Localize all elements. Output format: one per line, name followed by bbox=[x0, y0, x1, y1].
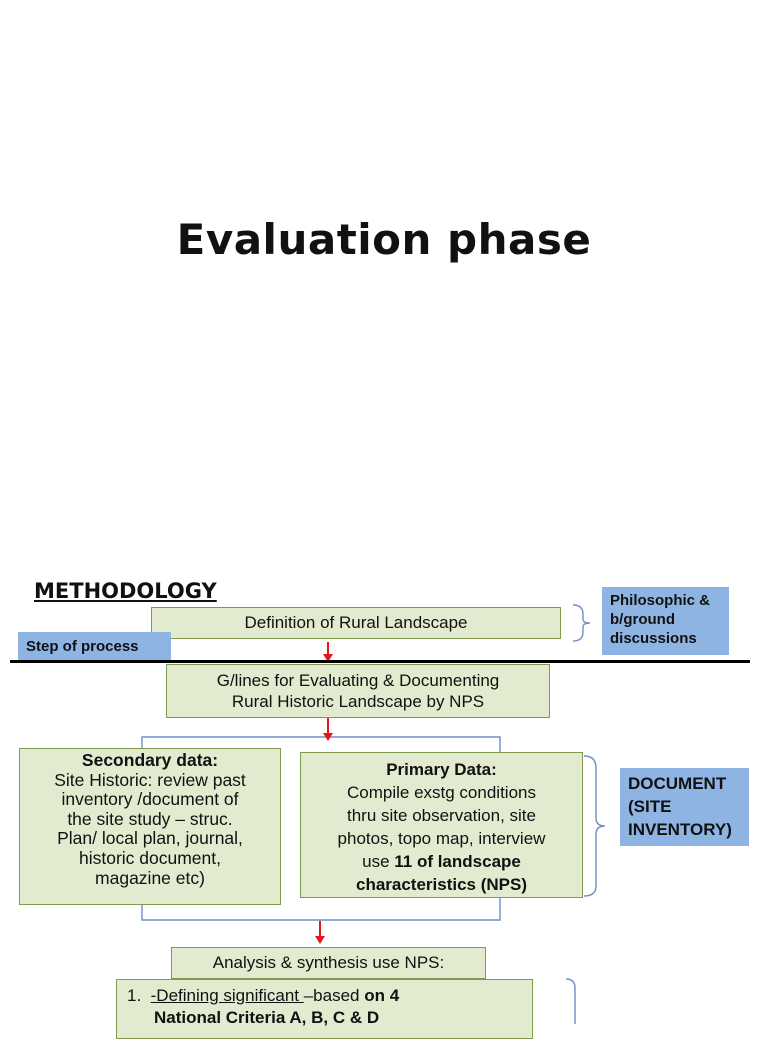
secondary-line1: Site Historic: review past bbox=[54, 769, 246, 790]
definition-brace bbox=[572, 604, 591, 642]
analysis-brace bbox=[565, 978, 576, 1024]
list-item-line2: National Criteria A, B, C & D bbox=[154, 1008, 380, 1027]
primary-line5: characteristics (NPS) bbox=[355, 875, 528, 894]
slide-title: Evaluation phase bbox=[176, 215, 592, 264]
data-brace bbox=[583, 755, 606, 897]
secondary-line6: magazine etc) bbox=[95, 867, 205, 888]
arrow-1-head bbox=[323, 654, 333, 662]
guidelines-line1: G/lines for Evaluating & Documenting bbox=[216, 671, 500, 690]
primary-line3: photos, topo map, interview bbox=[337, 829, 546, 848]
arrow-3-head bbox=[315, 936, 325, 944]
analysis-text: Analysis & synthesis use NPS: bbox=[212, 953, 445, 972]
primary-line4: use 11 of landscape bbox=[301, 850, 582, 873]
divider-line bbox=[10, 660, 750, 663]
primary-data-box: Primary Data: Compile exstg conditions t… bbox=[300, 752, 583, 898]
primary-line4-bold: 11 of landscape bbox=[394, 852, 521, 871]
list-item-normal: –based bbox=[303, 986, 365, 1005]
document-site-inventory-label: DOCUMENT (SITE INVENTORY) bbox=[620, 768, 749, 846]
secondary-heading: Secondary data: bbox=[81, 750, 219, 770]
philosophic-label: Philosophic & b/ground discussions bbox=[602, 587, 729, 655]
secondary-data-box: Secondary data: Site Historic: review pa… bbox=[19, 748, 281, 905]
secondary-line5: historic document, bbox=[78, 847, 221, 868]
list-item-bold: on 4 bbox=[364, 986, 400, 1005]
bottom-bracket bbox=[141, 898, 501, 921]
list-item-underlined: -Defining significant bbox=[150, 986, 304, 1005]
definition-box: Definition of Rural Landscape bbox=[151, 607, 561, 639]
secondary-line3: the site study – struc. bbox=[67, 808, 233, 829]
analysis-box: Analysis & synthesis use NPS: bbox=[171, 947, 486, 979]
primary-line4-prefix: use bbox=[362, 852, 395, 871]
list-item: 1. -Defining significant –based on 4 bbox=[127, 985, 532, 1007]
guidelines-line2: Rural Historic Landscape by NPS bbox=[231, 692, 485, 711]
primary-heading: Primary Data: bbox=[386, 760, 497, 779]
step-of-process-label: Step of process bbox=[18, 632, 171, 662]
guidelines-box: G/lines for Evaluating & Documenting Rur… bbox=[166, 664, 550, 718]
top-bracket bbox=[141, 736, 501, 752]
primary-line2: thru site observation, site bbox=[347, 806, 536, 825]
criteria-list-box: 1. -Defining significant –based on 4 Nat… bbox=[116, 979, 533, 1039]
arrow-2-head bbox=[323, 733, 333, 741]
primary-line1: Compile exstg conditions bbox=[347, 783, 536, 802]
definition-text: Definition of Rural Landscape bbox=[244, 613, 468, 632]
list-number: 1. bbox=[127, 986, 142, 1005]
methodology-heading: METHODOLOGY bbox=[34, 579, 217, 603]
secondary-line2: inventory /document of bbox=[61, 789, 239, 810]
secondary-line4: Plan/ local plan, journal, bbox=[57, 828, 243, 849]
